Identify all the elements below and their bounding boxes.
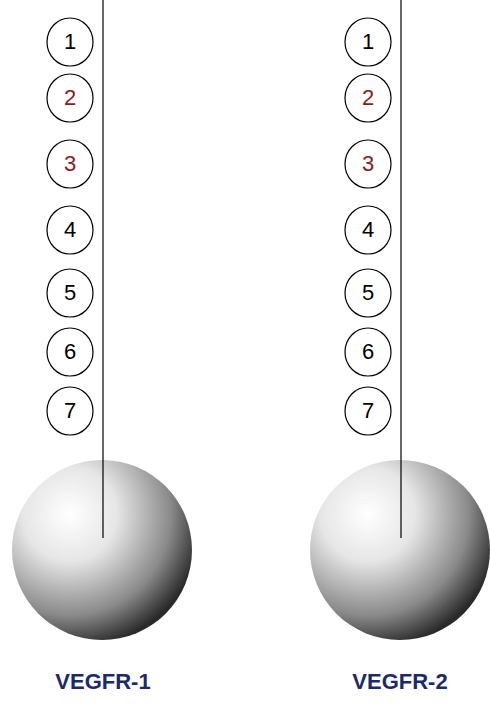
receptor-name: VEGFR-1 [55,669,150,695]
domain-number: 3 [46,139,94,189]
domain-number: 7 [46,386,94,436]
domain-number: 6 [344,327,392,377]
domain-number: 1 [46,17,94,67]
domain-number: 4 [46,205,94,255]
domain-number: 5 [46,268,94,318]
domain-number: 2 [46,73,94,123]
ig-domain-circle: 6 [344,327,392,377]
domain-number: 6 [46,327,94,377]
domain-number: 5 [344,268,392,318]
domain-number: 4 [344,205,392,255]
domain-number: 7 [344,386,392,436]
receptor-stalk [102,0,103,538]
receptor-stalk [400,0,401,538]
ig-domain-circle: 2 [344,73,392,123]
ig-domain-circle: 3 [46,139,94,189]
ig-domain-circle: 5 [344,268,392,318]
ig-domain-circle: 7 [46,386,94,436]
ig-domain-circle: 1 [46,17,94,67]
ig-domain-circle: 5 [46,268,94,318]
domain-number: 3 [344,139,392,189]
domain-number: 2 [344,73,392,123]
receptor-name: VEGFR-2 [352,669,447,695]
ig-domain-circle: 3 [344,139,392,189]
domain-number: 1 [344,17,392,67]
cell-sphere [310,460,490,640]
ig-domain-circle: 2 [46,73,94,123]
cell-sphere [12,460,192,640]
ig-domain-circle: 1 [344,17,392,67]
ig-domain-circle: 7 [344,386,392,436]
ig-domain-circle: 4 [344,205,392,255]
ig-domain-circle: 4 [46,205,94,255]
ig-domain-circle: 6 [46,327,94,377]
